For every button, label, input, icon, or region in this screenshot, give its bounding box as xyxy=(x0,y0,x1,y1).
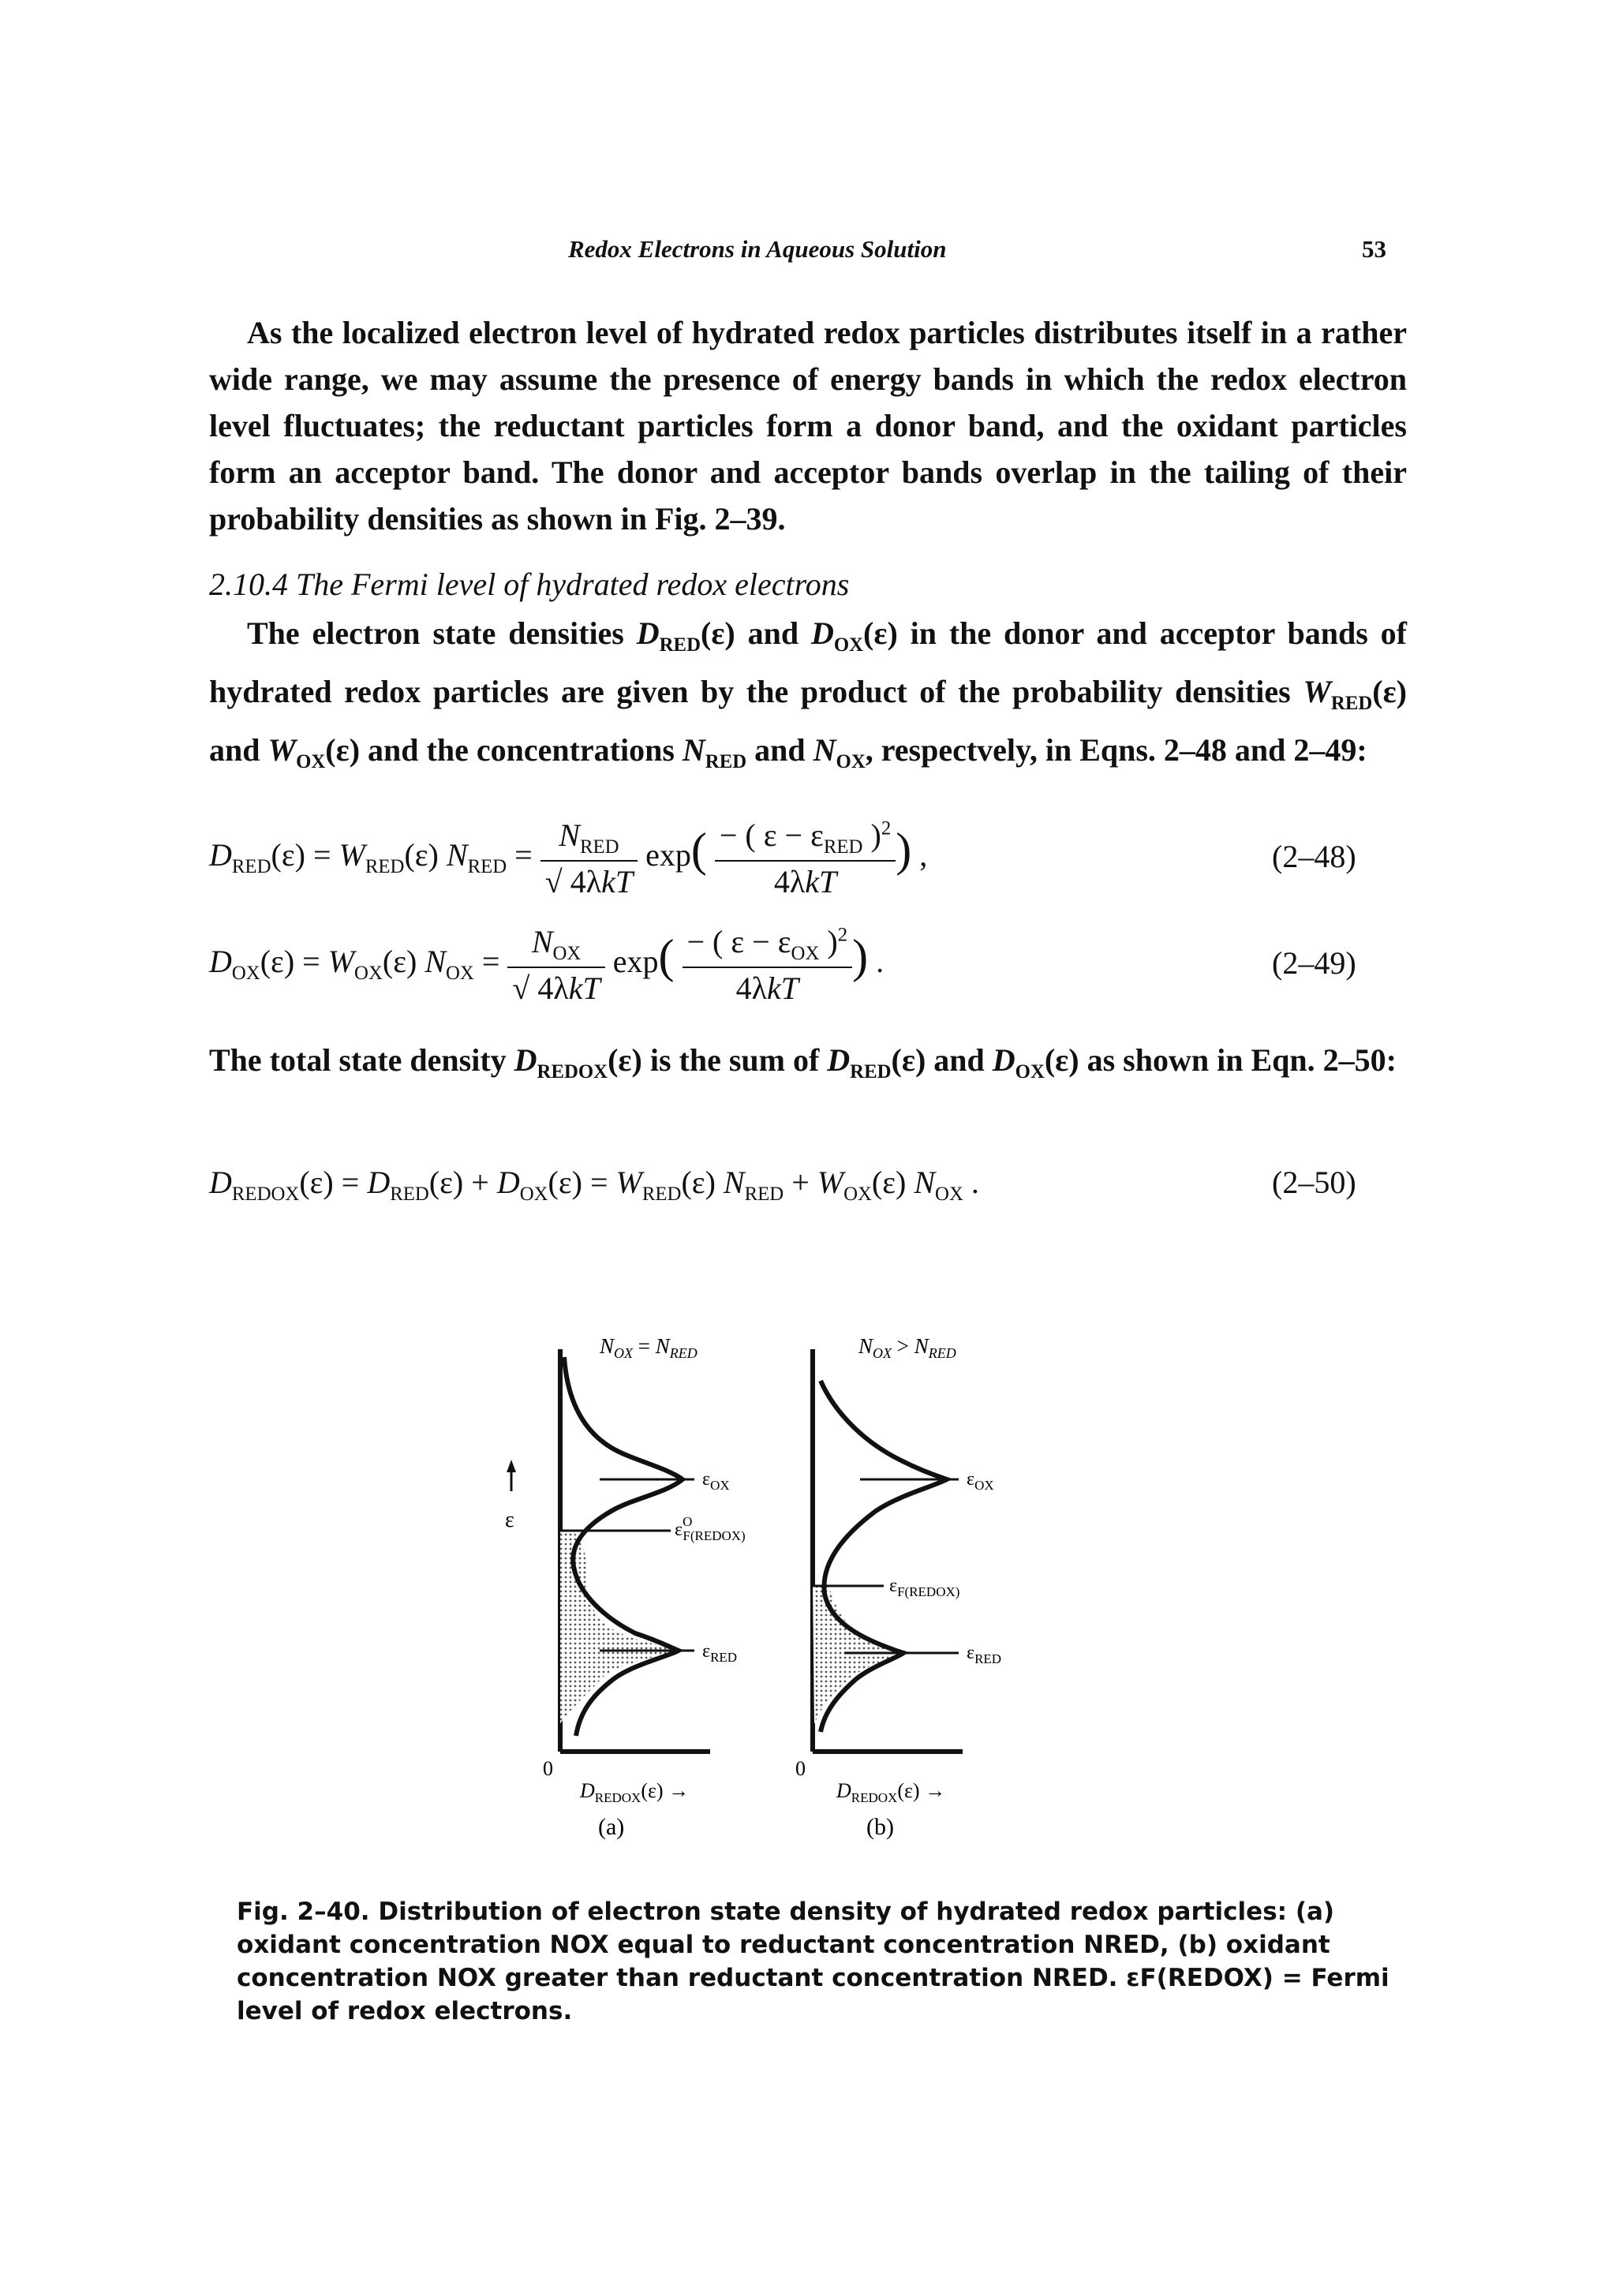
panel-b-origin: 0 xyxy=(795,1757,806,1780)
panel-a-x-label: DREDOX(ε) → xyxy=(579,1779,689,1805)
equation-2-48: DRED(ε) = WRED(ε) NRED = NRED√ 4λkT exp(… xyxy=(209,817,928,899)
figure-caption: Fig. 2–40. Distribution of electron stat… xyxy=(237,1895,1404,2028)
paragraph-1: As the localized electron level of hydra… xyxy=(209,315,1407,537)
panel-b-eox-label: εOX xyxy=(967,1469,994,1493)
panel-b-occupied-shading xyxy=(813,1586,900,1724)
paragraph-3: The total state density DREDOX(ε) is the… xyxy=(209,1042,1397,1083)
panel-b: NOX > NRED εOX εF(REDOX) εRED 0 DREDOX(ε… xyxy=(795,1334,1001,1840)
equation-label-2-50: (2–50) xyxy=(1272,1165,1356,1200)
p2-text-4: and xyxy=(209,732,268,768)
p3-text-1: The total state density xyxy=(209,1042,514,1078)
panel-a-label: (a) xyxy=(598,1814,624,1840)
panel-a-ered-label: εRED xyxy=(702,1641,737,1665)
panel-a-title: NOX = NRED xyxy=(599,1334,698,1361)
p3-text-3: and xyxy=(926,1042,993,1078)
panel-a-occupied-shading xyxy=(560,1531,675,1724)
equation-label-2-48: (2–48) xyxy=(1272,839,1356,874)
panel-b-fermi-label: εF(REDOX) xyxy=(889,1576,959,1599)
panel-a-eox-label: εOX xyxy=(702,1469,730,1493)
equation-2-49: DOX(ε) = WOX(ε) NOX = NOX√ 4λkT exp( − (… xyxy=(209,924,885,1006)
panel-b-x-label: DREDOX(ε) → xyxy=(836,1779,945,1805)
equation-2-50: DREDOX(ε) = DRED(ε) + DOX(ε) = WRED(ε) N… xyxy=(209,1165,979,1205)
epsilon-axis-label: ε xyxy=(505,1508,514,1532)
section-heading: 2.10.4 The Fermi level of hydrated redox… xyxy=(209,567,850,602)
panel-a-origin: 0 xyxy=(543,1757,553,1780)
p2-text-5: and the concentrations xyxy=(360,732,683,768)
panel-b-density-curve xyxy=(818,1379,953,1733)
equation-label-2-49: (2–49) xyxy=(1272,945,1356,981)
caption-prefix: Fig. 2–40. xyxy=(237,1898,370,1926)
p2-text-1: The electron state densities xyxy=(247,615,637,651)
paragraph-2: The electron state densities DRED(ε) and… xyxy=(209,615,1407,772)
panel-a-density-curve xyxy=(562,1356,686,1737)
panel-b-label: (b) xyxy=(866,1814,894,1840)
p2-text-3: in the donor and acceptor bands of hydra… xyxy=(209,615,1407,709)
p3-text-2: is the sum of xyxy=(641,1042,828,1078)
p3-text-4: as shown in Eqn. 2–50: xyxy=(1079,1042,1397,1078)
running-title: Redox Electrons in Aqueous Solution xyxy=(568,235,947,263)
p2-text-7: , respectvely, in Eqns. 2–48 and 2–49: xyxy=(865,732,1367,768)
page-number: 53 xyxy=(1362,235,1386,263)
panel-b-ered-label: εRED xyxy=(967,1643,1001,1666)
panel-b-title: NOX > NRED xyxy=(858,1334,956,1361)
caption-text: Distribution of electron state density o… xyxy=(237,1898,1389,2025)
p2-text-6: and xyxy=(746,732,813,768)
energy-axis-label: ε xyxy=(505,1460,516,1532)
p2-text-2: and xyxy=(735,615,811,651)
